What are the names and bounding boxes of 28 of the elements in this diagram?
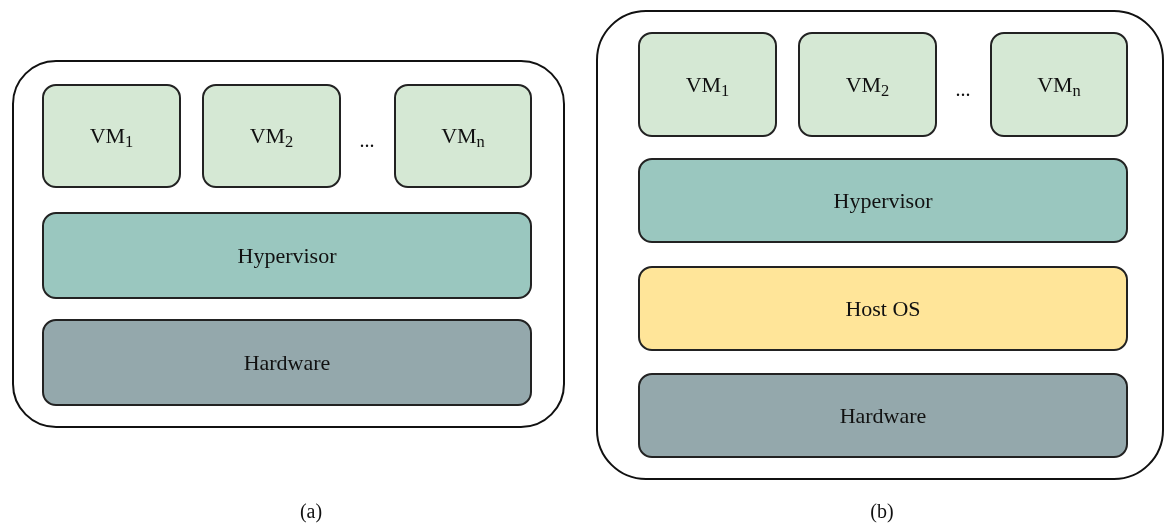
ellipsis: ...	[359, 128, 375, 153]
layer-label: VM$_{n}$	[1037, 70, 1081, 99]
hypervisor-layer	[42, 212, 532, 299]
layer-label: Hardware	[839, 401, 927, 430]
vm-box	[394, 84, 532, 188]
layer-label: VM$_{n}$	[441, 122, 485, 150]
layer-label: Hypervisor	[237, 241, 337, 270]
hypervisor-layer	[638, 158, 1128, 243]
vm-box	[798, 32, 937, 137]
hardware-layer	[638, 373, 1128, 458]
vm-box	[202, 84, 341, 188]
vm-box	[638, 32, 777, 137]
vm-box	[990, 32, 1128, 137]
host-os-layer	[638, 266, 1128, 351]
layer-label: Hardware	[243, 348, 331, 377]
hardware-layer	[42, 319, 532, 406]
layer-label: Host OS	[845, 294, 921, 323]
layer-label: VM$_{2}$	[845, 70, 890, 99]
system-container	[596, 10, 1164, 480]
layer-label: VM$_{1}$	[89, 122, 134, 150]
layer-label: Hypervisor	[833, 186, 933, 215]
layer-label: VM$_{1}$	[685, 70, 730, 99]
ellipsis: ...	[955, 77, 971, 102]
layer-label: VM$_{2}$	[249, 122, 294, 150]
system-container	[12, 60, 565, 428]
subfigure-label: (b)	[870, 499, 894, 524]
vm-box	[42, 84, 181, 188]
subfigure-label: (a)	[299, 499, 323, 525]
